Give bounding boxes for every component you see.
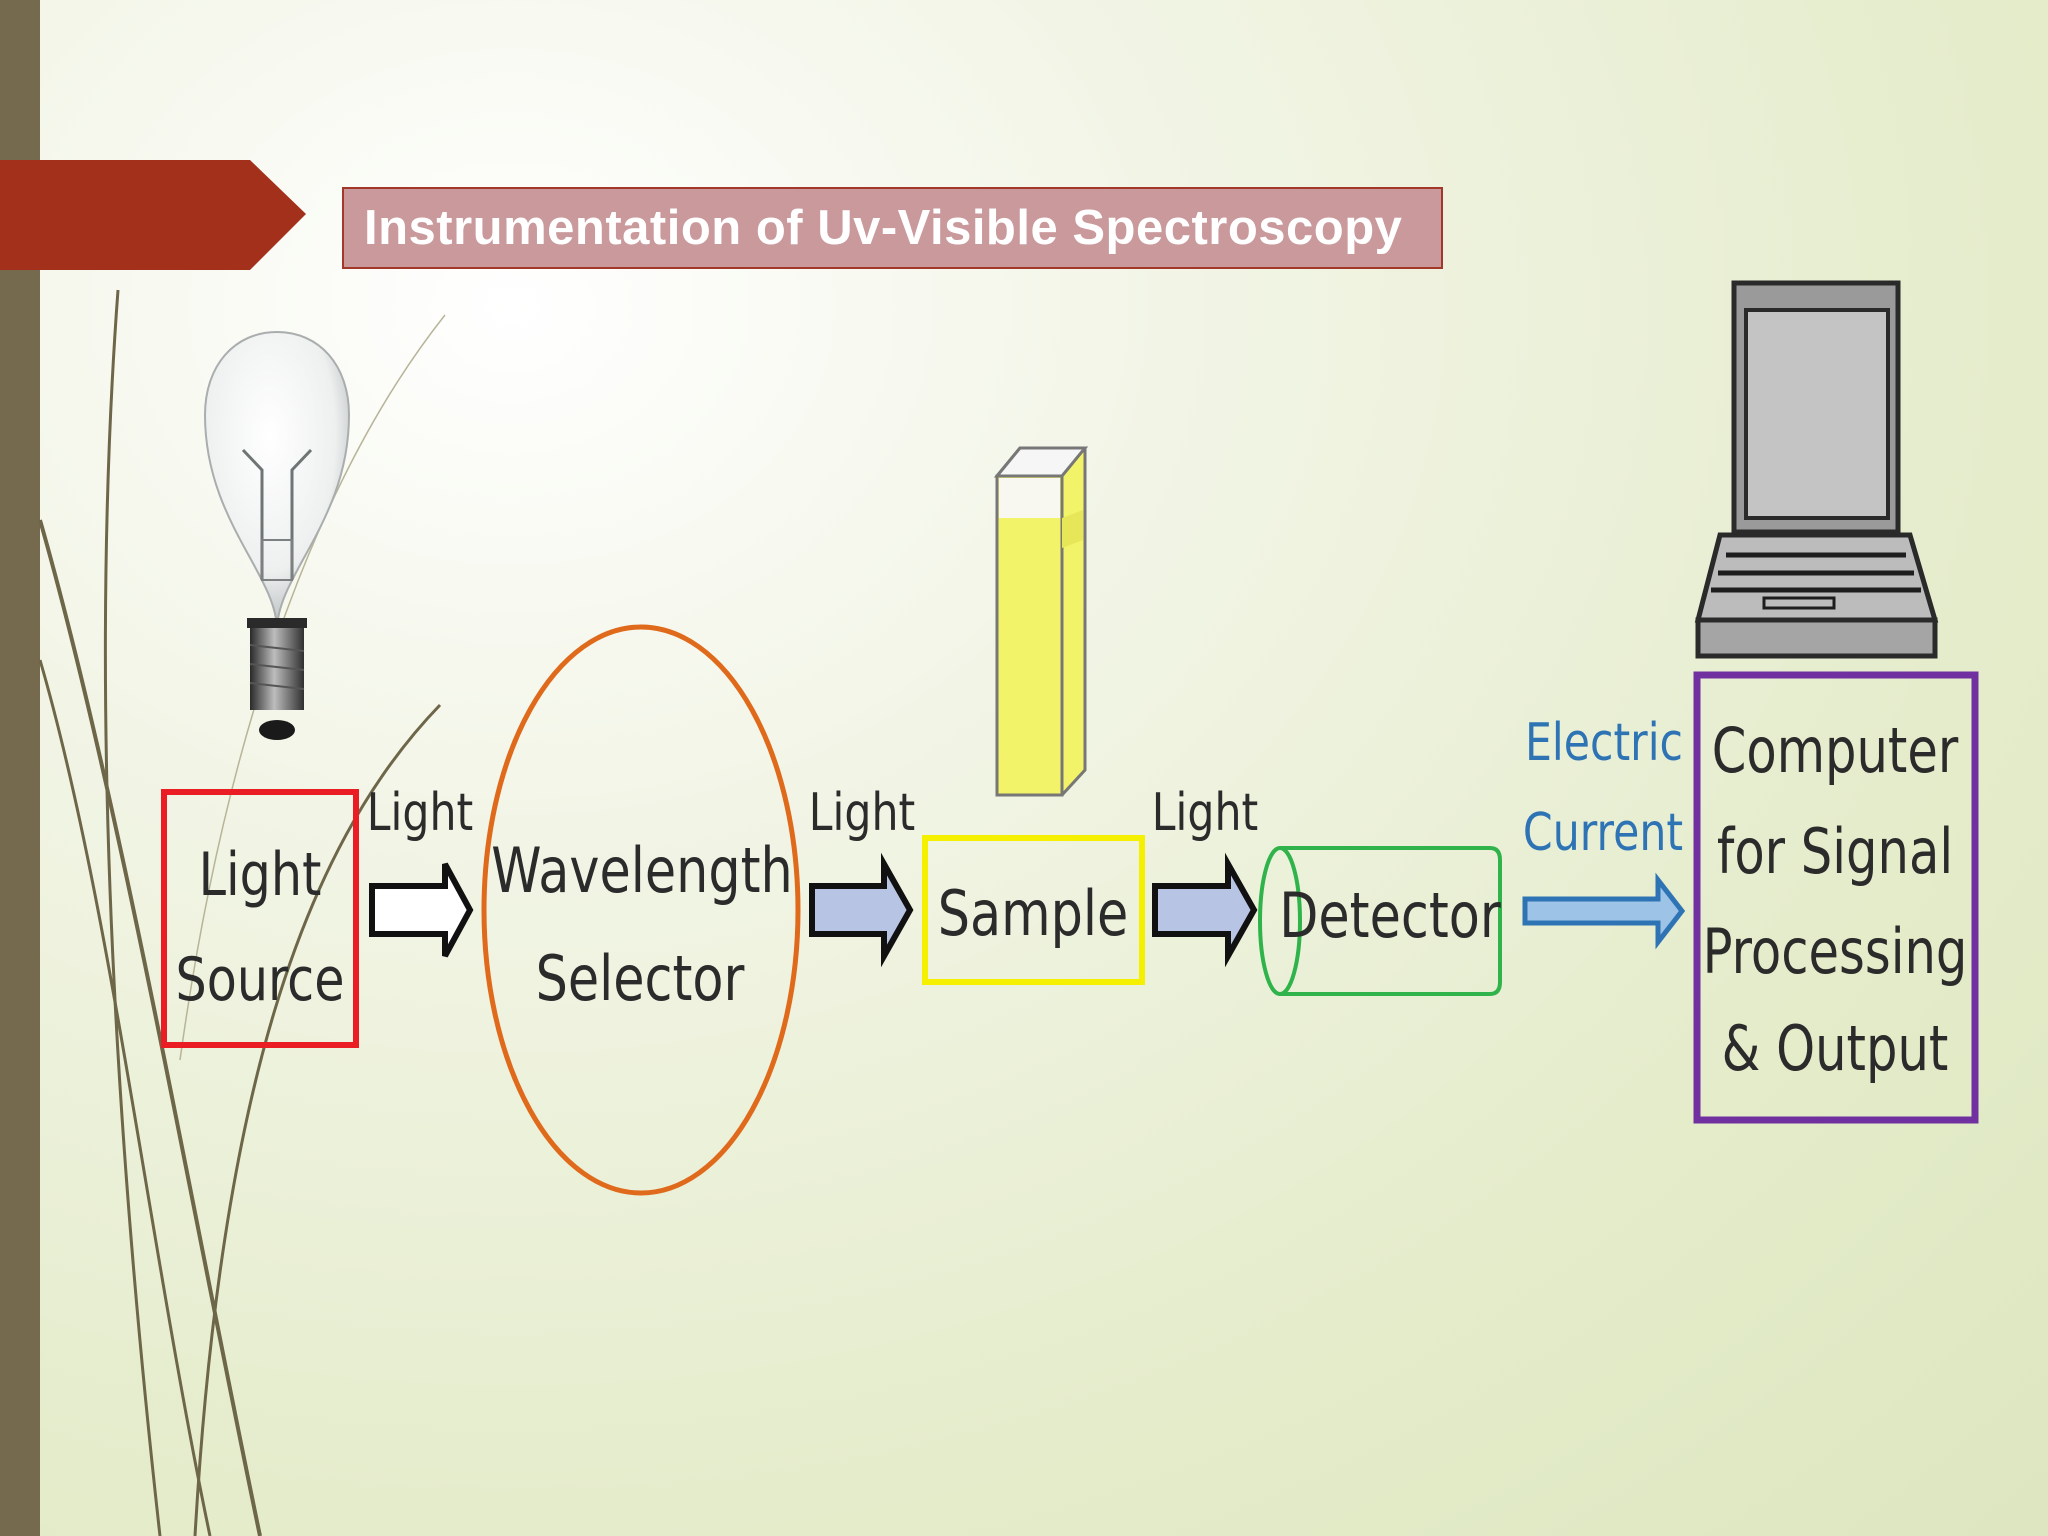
computer-node xyxy=(1693,671,1979,1124)
light-bulb-icon xyxy=(203,330,351,740)
arrow-light-2 xyxy=(809,852,914,968)
cuvette-icon xyxy=(993,446,1089,797)
computer-label-line4: & Output xyxy=(1722,1014,1949,1086)
arrow-electric-current xyxy=(1522,872,1686,950)
edge-label-current: Current xyxy=(1523,803,1683,863)
title-ribbon xyxy=(0,160,306,270)
slide-title: Instrumentation of Uv-Visible Spectrosco… xyxy=(342,187,1443,269)
light-source-label-line2: Source xyxy=(176,944,345,1014)
sample-label: Sample xyxy=(938,878,1129,950)
edge-label-electric: Electric xyxy=(1525,713,1683,773)
arrow-light-3 xyxy=(1152,852,1258,968)
laptop-icon xyxy=(1694,280,1939,659)
wavelength-selector-label-line2: Selector xyxy=(536,943,745,1015)
wavelength-selector-label-line1: Wavelength xyxy=(491,835,793,907)
computer-label-line1: Computer xyxy=(1712,716,1959,788)
detector-label: Detector xyxy=(1279,880,1501,952)
wavelength-selector-node xyxy=(481,624,801,1196)
detector-node xyxy=(1258,846,1502,996)
edge-label-light-1: Light xyxy=(367,783,473,843)
arrow-light-1 xyxy=(369,862,474,958)
light-source-node xyxy=(161,789,359,1048)
computer-label-line2: for Signal xyxy=(1717,817,1953,889)
computer-label-line3: Processing xyxy=(1703,917,1968,989)
decorative-grass xyxy=(38,289,446,1536)
light-source-label-line1: Light xyxy=(199,839,322,909)
edge-label-light-3: Light xyxy=(1152,783,1258,843)
sample-node xyxy=(922,835,1145,985)
edge-label-light-2: Light xyxy=(809,783,915,843)
